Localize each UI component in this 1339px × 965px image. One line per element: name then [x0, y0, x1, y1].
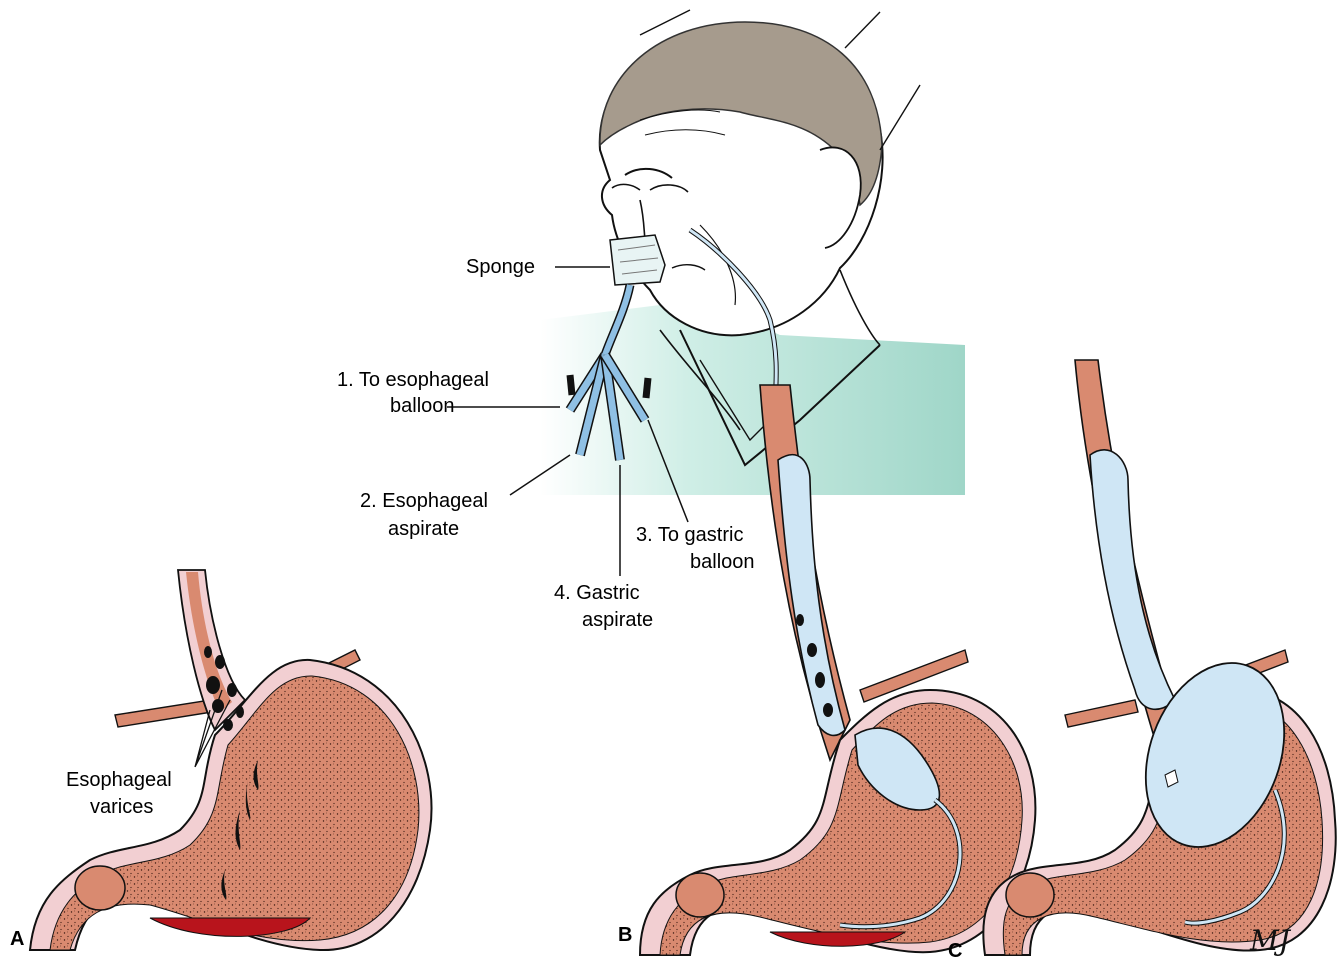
- label-to-esophageal-balloon-line2: balloon: [390, 395, 455, 418]
- panel-label-b: B: [618, 924, 632, 947]
- panel-label-a: A: [10, 928, 24, 951]
- label-gastric-aspirate-line1: 4. Gastric: [554, 582, 640, 605]
- esophageal-balloon-c: [1090, 450, 1175, 710]
- stomach-a: [30, 570, 432, 950]
- stomach-c: [983, 360, 1335, 955]
- label-to-gastric-balloon-line2: balloon: [690, 551, 755, 574]
- label-sponge: Sponge: [466, 256, 535, 279]
- label-esophageal-aspirate-line2: aspirate: [388, 518, 459, 541]
- label-esophageal-aspirate-line1: 2. Esophageal: [360, 490, 488, 513]
- label-gastric-aspirate-line2: aspirate: [582, 609, 653, 632]
- label-to-esophageal-balloon-line1: 1. To esophageal: [337, 369, 489, 392]
- label-esophageal-varices-line2: varices: [90, 796, 153, 819]
- panel-label-c: C: [948, 940, 962, 963]
- label-to-gastric-balloon-line1: 3. To gastric: [636, 524, 743, 547]
- label-esophageal-varices-line1: Esophageal: [66, 769, 172, 792]
- patient-illustration: [540, 10, 965, 495]
- artist-signature: MJ: [1249, 924, 1292, 957]
